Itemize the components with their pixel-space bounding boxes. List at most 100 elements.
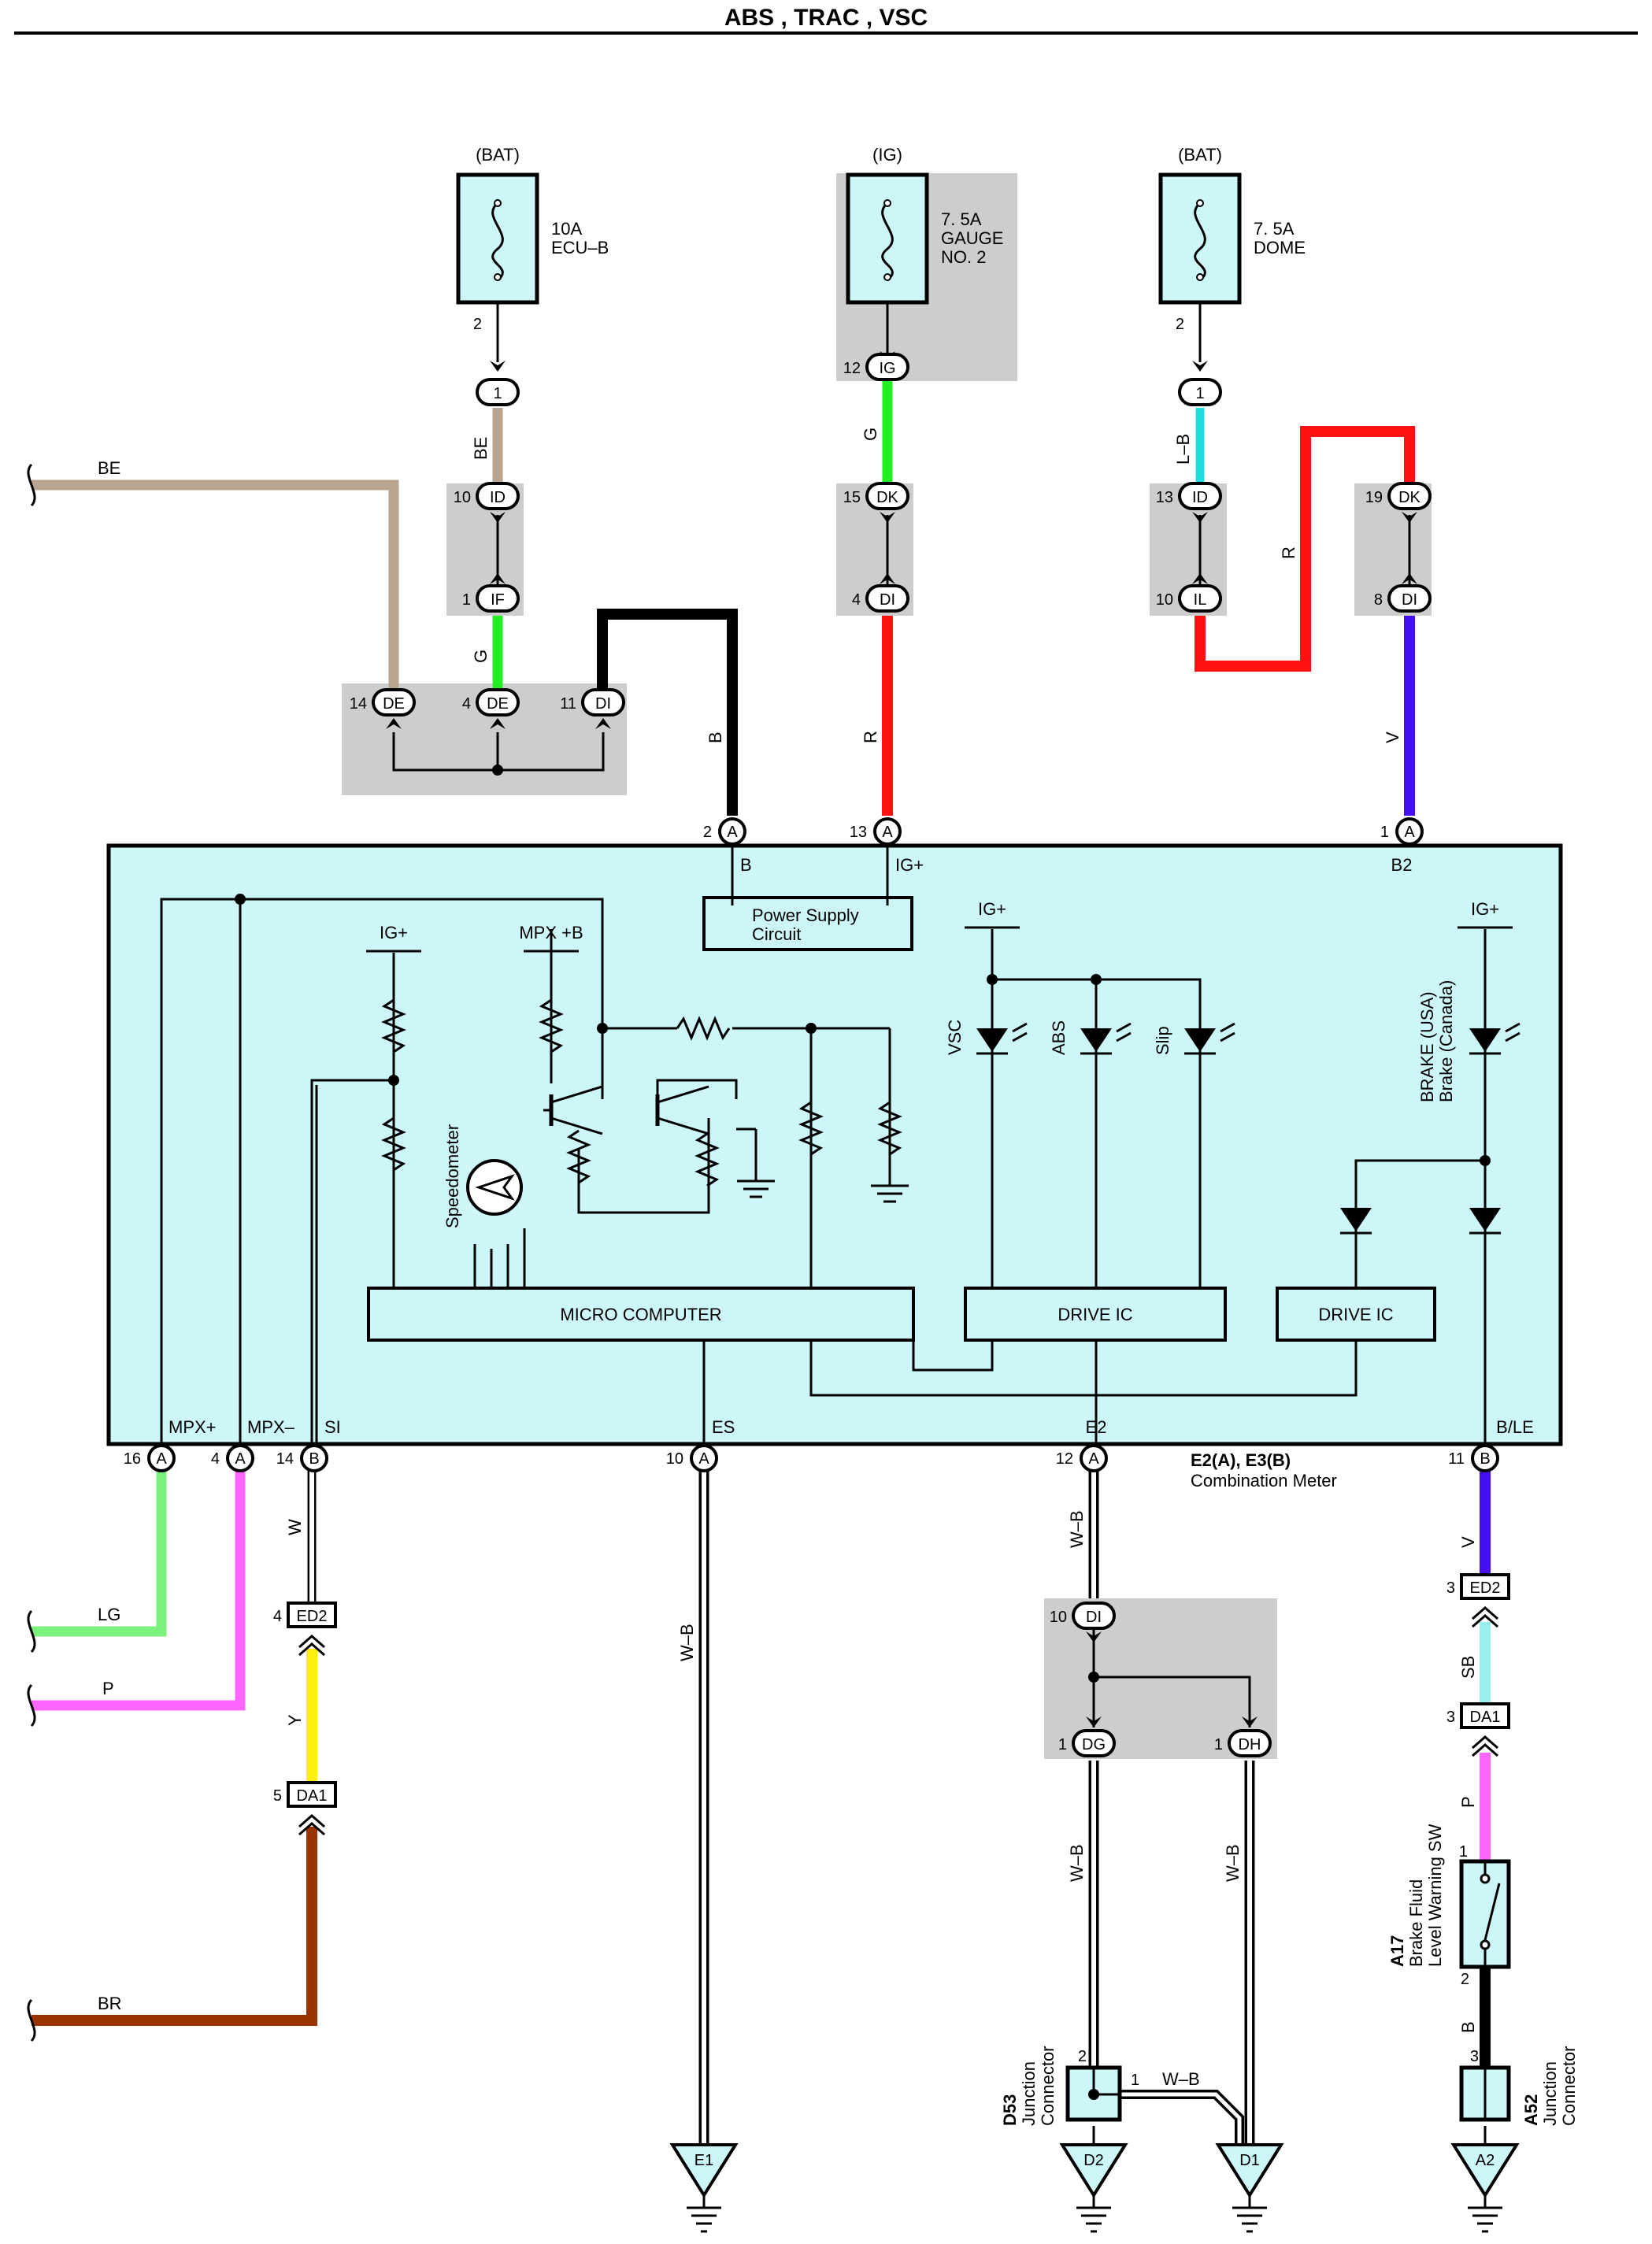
- fuse3-dot-b: [1196, 273, 1204, 281]
- ground-d1-label: D1: [1239, 2152, 1260, 2169]
- ground-icon: [1076, 2195, 1111, 2233]
- ground-e1-label: E1: [695, 2152, 713, 2169]
- ground-a2-label: A2: [1476, 2152, 1495, 2169]
- wire: [577, 1118, 710, 1214]
- meter-top-pins: A 2 A 13 A 1: [703, 817, 1424, 905]
- meter-e2: E2: [1086, 1417, 1107, 1437]
- pill-dg: [1072, 1729, 1116, 1757]
- wire-labels: BE BE G B G R L–B R V W Y W–B W–B W–B W–…: [98, 428, 1478, 2089]
- led-brake-label-2: Brake (Canada): [1436, 980, 1456, 1102]
- light-rays-icon: [1505, 1022, 1521, 1042]
- fuse1-element-icon: [491, 202, 504, 282]
- wire-lg: [31, 1471, 167, 1637]
- speedometer-label: Speedometer: [443, 1124, 462, 1228]
- micro-computer-box: [367, 1287, 915, 1342]
- resistor-icon: [539, 998, 564, 1053]
- pill-c1b-label: ID: [490, 489, 506, 506]
- dot: [1480, 1155, 1491, 1166]
- drive-ic-2-label: DRIVE IC: [1318, 1305, 1393, 1324]
- fuse2-name1: GAUGE: [941, 228, 1003, 248]
- a52-code: A52: [1521, 2094, 1541, 2126]
- a17-name-2: Level Warning SW: [1425, 1824, 1445, 1967]
- wire-br: [31, 1827, 317, 2026]
- wire: [992, 978, 1202, 1288]
- wl-lg: LG: [98, 1605, 120, 1624]
- pin-da1-left: 5: [273, 1787, 282, 1805]
- arrow-icon: [1086, 1631, 1102, 1642]
- fuse-dome: (BAT) 7. 5A DOME 2: [1158, 145, 1306, 333]
- micro-computer-label: MICRO COMPUTER: [560, 1305, 721, 1324]
- fuse2-dot-a: [883, 199, 891, 207]
- pill-c3a: [1178, 378, 1222, 406]
- fuse3-pin: 2: [1176, 316, 1184, 333]
- pin-12: 12: [843, 360, 861, 377]
- pill-c1c-label: IF: [491, 591, 505, 609]
- a52-name-2: Connector: [1559, 2046, 1579, 2126]
- arrow-icon: [490, 573, 506, 584]
- pin-ed2-right: 3: [1446, 1579, 1455, 1597]
- meter-bottom-pins: A 16 A 4 B 14 A 10 A 12 B 11: [124, 1444, 1499, 1472]
- pill-id-right: [1178, 482, 1222, 510]
- pill-14de: [372, 688, 416, 717]
- chevron-up-icon: [1472, 1735, 1498, 1757]
- pill-di-mid-label: DI: [880, 591, 895, 609]
- d53-code: D53: [1000, 2094, 1020, 2126]
- pin-13: 13: [1156, 489, 1173, 506]
- fuse1-body: [456, 172, 539, 305]
- conn-da1-right-label: DA1: [1470, 1709, 1501, 1726]
- wl-g1: G: [471, 650, 491, 663]
- connector-arrows: [386, 351, 1417, 1727]
- pin-sw1: 1: [1459, 1843, 1468, 1861]
- meter-name: Combination Meter: [1191, 1471, 1337, 1490]
- connector-pills: 1 ID 10 IF 1 DE 14 DE 4 DI 11 IG 12 DK 1…: [350, 353, 1432, 1757]
- pill-dg-label: DG: [1082, 1736, 1106, 1753]
- pin-circle: [718, 817, 746, 846]
- arrow-icon: [880, 573, 895, 584]
- pin-circle-label: A: [727, 824, 738, 841]
- fuse2-name2: NO. 2: [941, 247, 986, 267]
- wire-break-icon: [27, 1683, 36, 1727]
- pill-dh-label: DH: [1239, 1736, 1261, 1753]
- needle-icon: [475, 1174, 515, 1201]
- transistor-emitter: [657, 1116, 709, 1135]
- wire-break-icon: [27, 1609, 36, 1653]
- ground-triangle-icon: [669, 2143, 739, 2198]
- fuse2-source: (IG): [872, 145, 902, 165]
- pill-di-right-label: DI: [1402, 591, 1417, 609]
- arrow-icon: [1086, 1716, 1102, 1727]
- dot: [1088, 1672, 1099, 1683]
- pill-c1a-label: 1: [493, 385, 502, 402]
- pin-circle-label: A: [1088, 1450, 1099, 1468]
- led-abs-icon: [1080, 1028, 1112, 1052]
- meter-dots: [235, 894, 1491, 1166]
- pill-di-right: [1387, 584, 1432, 613]
- pill-dk-right-label: DK: [1398, 489, 1420, 506]
- a17-name-1: Brake Fluid: [1406, 1879, 1426, 1967]
- dot: [1091, 974, 1102, 985]
- ground-triangle-icon: [1215, 2143, 1284, 2198]
- wl-br: BR: [98, 1994, 122, 2013]
- arrow-icon: [1402, 573, 1417, 584]
- switch-blade-icon: [1483, 1883, 1501, 1941]
- transistors: [543, 1085, 709, 1135]
- pin-m12: 12: [1056, 1450, 1073, 1468]
- pin-di-low: 10: [1050, 1609, 1067, 1626]
- ground-triangle-icon: [1059, 2143, 1128, 2198]
- fuse1-rating: 10A: [551, 219, 582, 239]
- wl-v1: V: [1383, 731, 1402, 743]
- wire-be-left: [31, 480, 399, 688]
- meter-mpxp: MPX+: [169, 1417, 217, 1437]
- drive-ic-1-label: DRIVE IC: [1058, 1305, 1132, 1324]
- junction-connector-a52: 3 A52 Junction Connector: [1459, 2046, 1579, 2126]
- pin-sw2: 2: [1461, 1971, 1469, 1988]
- dot: [492, 765, 503, 776]
- fuse2-element-icon: [881, 202, 894, 282]
- pin-circle-label: B: [1480, 1450, 1490, 1468]
- pill-ig-label: IG: [879, 360, 895, 377]
- wl-b1: B: [706, 731, 725, 743]
- wl-g2: G: [861, 428, 880, 441]
- chevron-up-icon: [298, 1635, 325, 1657]
- wl-wb-j: W–B: [1162, 2069, 1200, 2089]
- pin-circle: [873, 817, 902, 846]
